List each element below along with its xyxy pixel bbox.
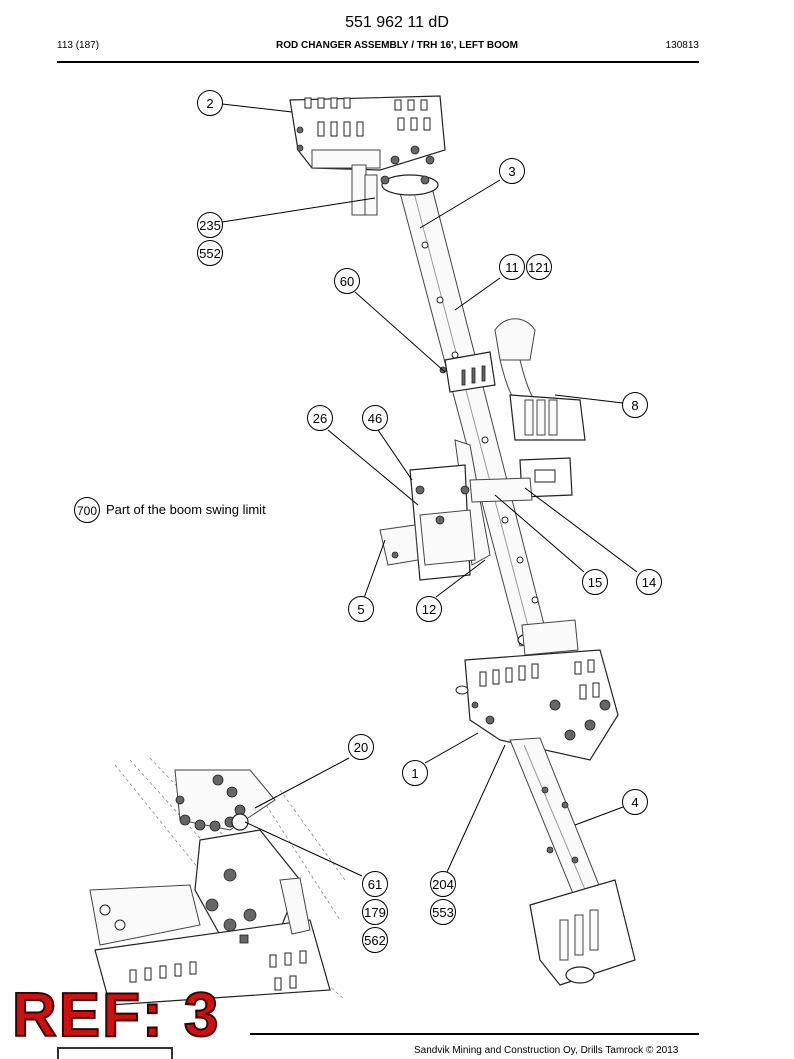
callout-552-label: 552 <box>199 246 221 261</box>
callout-4-label: 4 <box>631 795 638 810</box>
callout-61: 61 <box>362 871 388 897</box>
callout-2: 2 <box>197 90 223 116</box>
header-rule <box>57 61 699 63</box>
callout-46: 46 <box>362 405 388 431</box>
callout-5: 5 <box>348 596 374 622</box>
callout-2-label: 2 <box>206 96 213 111</box>
callout-179: 179 <box>362 899 388 925</box>
callout-8: 8 <box>622 392 648 418</box>
callout-235-label: 235 <box>199 218 221 233</box>
callout-60-label: 60 <box>340 274 354 289</box>
sandvik-logo <box>57 1047 173 1059</box>
leader-lines <box>221 103 638 877</box>
callout-235: 235 <box>197 212 223 238</box>
callout-1: 1 <box>402 760 428 786</box>
callout-11: 11 <box>499 254 525 280</box>
callout-61-label: 61 <box>368 877 382 892</box>
callout-4: 4 <box>622 789 648 815</box>
footer-copyright: Sandvik Mining and Construction Oy, Dril… <box>414 1045 679 1056</box>
lower-gripper-assembly <box>455 619 619 761</box>
callout-26: 26 <box>307 405 333 431</box>
upper-gripper-assembly <box>289 95 446 216</box>
callout-26-label: 26 <box>313 411 327 426</box>
detail-inset <box>89 757 346 1006</box>
callout-3-label: 3 <box>508 164 515 179</box>
callout-12: 12 <box>416 596 442 622</box>
page-number: 113 (187) <box>57 40 100 51</box>
callout-46-label: 46 <box>368 411 382 426</box>
page-title: ROD CHANGER ASSEMBLY / TRH 16', LEFT BOO… <box>275 40 519 51</box>
callout-179-label: 179 <box>364 905 386 920</box>
callout-553-label: 553 <box>432 905 454 920</box>
callout-60: 60 <box>334 268 360 294</box>
document-number: 551 962 11 dD <box>345 14 449 31</box>
callout-15: 15 <box>582 569 608 595</box>
callout-553: 553 <box>430 899 456 925</box>
footer-rule <box>250 1033 699 1035</box>
boom-swing-limit-note: Part of the boom swing limit <box>106 502 266 517</box>
callout-204: 204 <box>430 871 456 897</box>
hose-manifold-assembly <box>494 318 586 498</box>
callout-14-label: 14 <box>642 575 656 590</box>
callout-700-label: 700 <box>77 504 97 518</box>
callout-3: 3 <box>499 158 525 184</box>
callout-14: 14 <box>636 569 662 595</box>
document-date: 130813 <box>665 40 699 51</box>
callout-562: 562 <box>362 927 388 953</box>
callout-5-label: 5 <box>357 602 364 617</box>
callout-12-label: 12 <box>422 602 436 617</box>
callout-20-label: 20 <box>354 740 368 755</box>
callout-121-label: 121 <box>528 260 550 275</box>
callout-552: 552 <box>197 240 223 266</box>
callout-15-label: 15 <box>588 575 602 590</box>
callout-204-label: 204 <box>432 877 454 892</box>
callout-8-label: 8 <box>631 398 638 413</box>
callout-1-label: 1 <box>411 766 418 781</box>
ref-stamp: REF: 3 <box>11 981 221 1050</box>
callout-121: 121 <box>526 254 552 280</box>
lower-beam <box>509 737 636 986</box>
boom-swing-limit-assembly <box>379 439 533 581</box>
callout-11-label: 11 <box>505 260 519 275</box>
callout-562-label: 562 <box>364 933 386 948</box>
callout-700: 700 <box>74 497 100 523</box>
callout-20: 20 <box>348 734 374 760</box>
